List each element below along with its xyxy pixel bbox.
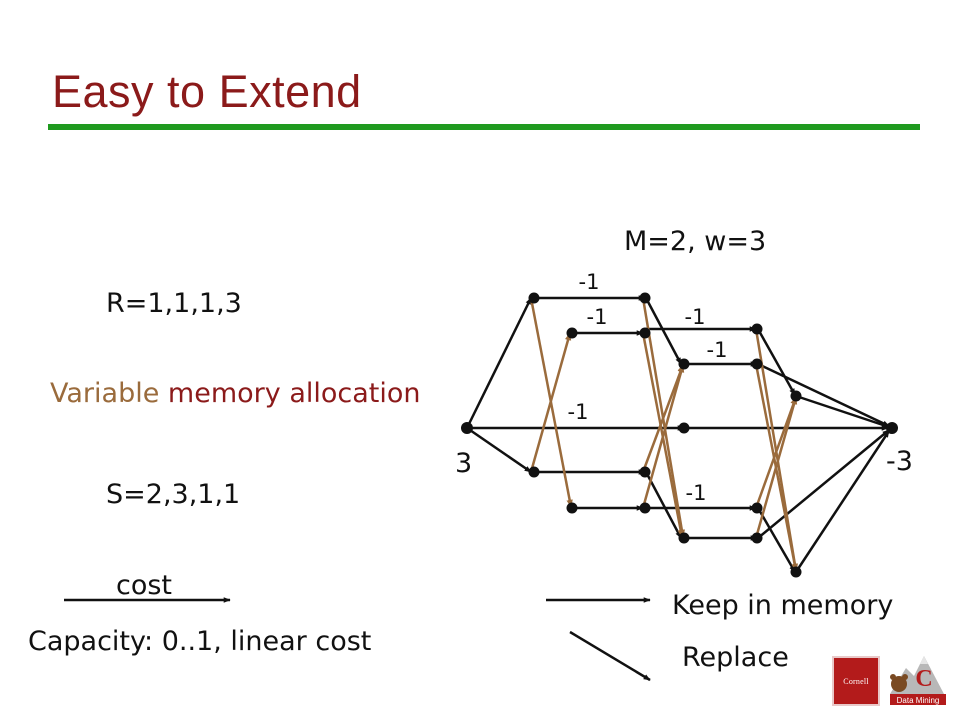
replace-c3-e1a — [754, 396, 798, 509]
edge-label: -1 — [587, 305, 608, 329]
source-label: 3 — [455, 448, 472, 479]
node — [639, 292, 651, 304]
logo-mark: C — [915, 666, 932, 692]
edge-e1-t — [795, 394, 890, 429]
edge-d4-t — [757, 429, 890, 539]
edge-b5-c4 — [644, 471, 683, 539]
alloc-word-memory: memory allocation — [167, 378, 421, 409]
network-nodes — [461, 292, 898, 578]
node — [751, 502, 763, 514]
node — [639, 327, 651, 339]
alloc-word-variable: Variable — [50, 378, 160, 409]
node — [678, 422, 690, 434]
bear-icon — [891, 676, 907, 692]
legend-keep-label: Keep in memory — [672, 590, 894, 621]
edge-label: -1 — [568, 400, 589, 424]
node — [751, 358, 763, 370]
cost-label: cost — [116, 570, 173, 601]
node — [566, 327, 578, 339]
edge-s-a4 — [466, 426, 532, 474]
data-mining-text: Data Mining — [897, 696, 940, 705]
title-underline — [48, 124, 920, 130]
node — [751, 532, 763, 544]
edge-d2-t — [757, 362, 890, 428]
node — [639, 502, 651, 514]
node — [639, 466, 651, 478]
cornell-logo-text: Cornell — [843, 676, 869, 686]
replace-a4-a2 — [529, 332, 572, 473]
node — [528, 466, 540, 478]
s-sequence: S=2,3,1,1 — [106, 479, 241, 510]
node — [790, 390, 802, 402]
r-sequence: R=1,1,1,3 — [106, 288, 242, 319]
edge-c3-e2 — [756, 507, 797, 573]
node — [751, 323, 763, 335]
edge-b1-c2 — [644, 297, 683, 365]
node — [566, 502, 578, 514]
replace-b5-c2a — [641, 364, 685, 473]
node-labels: 3 -3 — [455, 446, 913, 479]
source-node — [461, 422, 473, 434]
params-label: M=2, w=3 — [624, 226, 767, 257]
slide-title: Easy to Extend — [52, 66, 362, 117]
capacity-label: Capacity: 0..1, linear cost — [28, 626, 372, 657]
edge-label: -1 — [579, 270, 600, 294]
edge-label: -1 — [685, 305, 706, 329]
edge-s-a1 — [465, 297, 533, 429]
edge-label: -1 — [707, 338, 728, 362]
node — [790, 566, 802, 578]
replace-b6-c2b — [641, 364, 685, 509]
replace-edges — [529, 297, 798, 572]
edge-c1-e1 — [756, 328, 797, 396]
edge-label: -1 — [686, 481, 707, 505]
replace-d4-e1b — [754, 396, 798, 539]
legend-replace-label: Replace — [682, 642, 789, 673]
sink-node — [886, 422, 898, 434]
node — [528, 292, 540, 304]
edge-labels: -1 -1 -1 -1 -1 -1 — [568, 270, 728, 505]
data-mining-logo: C Data Mining — [890, 656, 946, 705]
sink-label: -3 — [886, 446, 913, 477]
legend-replace-arrow — [569, 630, 651, 682]
cornell-logo: Cornell — [832, 656, 880, 706]
node — [678, 358, 690, 370]
node — [678, 532, 690, 544]
alloc-label: Variable memory allocation — [50, 378, 421, 409]
keep-edges — [465, 295, 891, 573]
edge-e2-t — [794, 430, 891, 573]
